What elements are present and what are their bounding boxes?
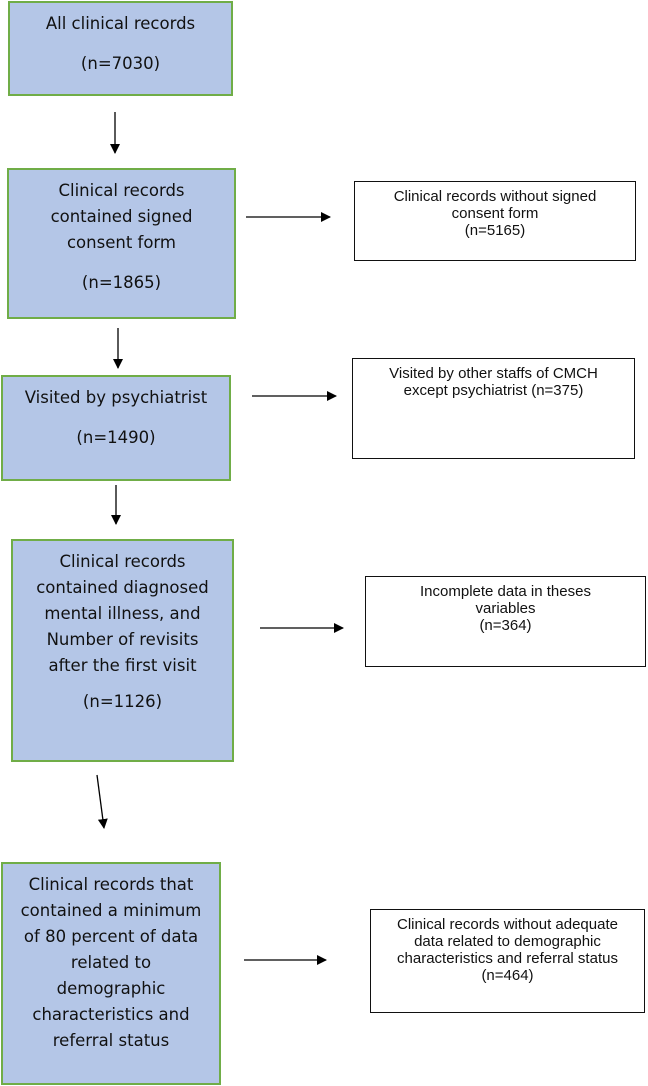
arrow-down-4 bbox=[96, 774, 108, 829]
box-diagnosed-illness-line-2: contained diagnosed bbox=[36, 578, 209, 597]
box-diagnosed-illness-line-1: Clinical records bbox=[59, 552, 186, 571]
box-inadequate-data: Clinical records without adequate data r… bbox=[370, 909, 645, 1013]
box-minimum-data-line-4: related to bbox=[70, 953, 152, 972]
box-without-consent: Clinical records without signed consent … bbox=[354, 181, 636, 261]
box-all-records-count: (n=7030) bbox=[80, 54, 161, 73]
box-minimum-data-line-6: characteristics and bbox=[32, 1005, 190, 1024]
box-other-staff-line-2: except psychiatrist (n=375) bbox=[403, 382, 584, 399]
box-inadequate-data-line-3: characteristics and referral status bbox=[397, 950, 618, 967]
box-diagnosed-illness-count: (n=1126) bbox=[82, 692, 163, 711]
box-all-records: All clinical records (n=7030) bbox=[8, 1, 233, 96]
box-minimum-data-line-3: of 80 percent of data bbox=[23, 927, 199, 946]
box-diagnosed-illness-line-5: after the first visit bbox=[48, 656, 197, 675]
box-inadequate-data-line-2: data related to demographic bbox=[414, 933, 601, 950]
box-incomplete-data-line-1: Incomplete data in theses bbox=[420, 583, 591, 600]
box-signed-consent-line-2: contained signed bbox=[50, 207, 193, 226]
box-minimum-data-line-2: contained a minimum bbox=[20, 901, 202, 920]
box-signed-consent-count: (n=1865) bbox=[81, 273, 162, 292]
box-other-staff: Visited by other staffs of CMCH except p… bbox=[352, 358, 635, 459]
box-diagnosed-illness: Clinical records contained diagnosed men… bbox=[11, 539, 234, 762]
box-without-consent-line-3: (n=5165) bbox=[464, 222, 526, 239]
box-diagnosed-illness-line-4: Number of revisits bbox=[46, 630, 199, 649]
box-minimum-data-line-5: demographic bbox=[56, 979, 166, 998]
box-incomplete-data-line-3: (n=364) bbox=[479, 617, 532, 634]
box-inadequate-data-line-1: Clinical records without adequate bbox=[397, 916, 618, 933]
box-signed-consent-line-1: Clinical records bbox=[58, 181, 185, 200]
box-visited-psychiatrist-line-1: Visited by psychiatrist bbox=[24, 388, 208, 407]
box-minimum-data-line-7: referral status bbox=[52, 1031, 170, 1050]
box-incomplete-data: Incomplete data in theses variables (n=3… bbox=[365, 576, 646, 667]
box-signed-consent: Clinical records contained signed consen… bbox=[7, 168, 236, 319]
box-visited-psychiatrist-count: (n=1490) bbox=[76, 428, 156, 447]
box-without-consent-line-1: Clinical records without signed bbox=[393, 188, 597, 205]
box-all-records-line-1: All clinical records bbox=[45, 14, 196, 33]
box-minimum-data-line-1: Clinical records that bbox=[28, 875, 194, 894]
box-incomplete-data-line-2: variables bbox=[475, 600, 536, 617]
box-without-consent-line-2: consent form bbox=[451, 205, 539, 222]
box-inadequate-data-line-4: (n=464) bbox=[481, 967, 534, 984]
box-visited-psychiatrist: Visited by psychiatrist (n=1490) bbox=[1, 375, 231, 481]
box-diagnosed-illness-line-3: mental illness, and bbox=[44, 604, 201, 623]
box-other-staff-line-1: Visited by other staffs of CMCH bbox=[389, 365, 598, 382]
box-signed-consent-line-3: consent form bbox=[66, 233, 176, 252]
box-minimum-data: Clinical records that contained a minimu… bbox=[1, 862, 221, 1085]
